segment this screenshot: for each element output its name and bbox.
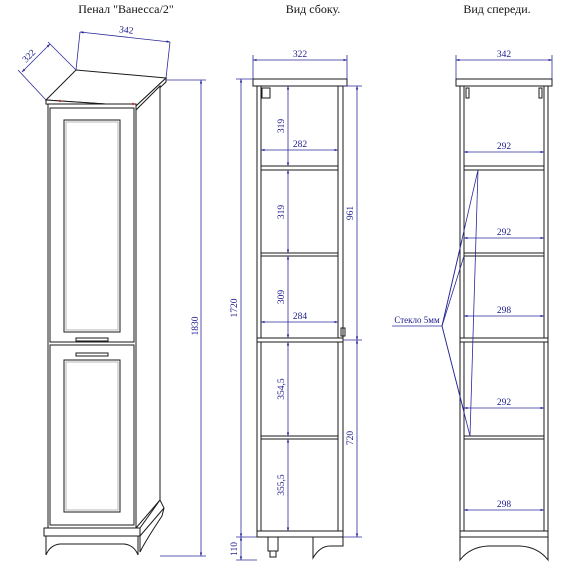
front-mid-divider: [459, 337, 549, 343]
iso-handle-upper[interactable]: [75, 337, 109, 342]
side-view: 322 282 284 319 319 309 354,5 355,5 961 …: [230, 50, 362, 561]
side-shelf-1: [260, 165, 339, 171]
side-upper-label: 961: [346, 206, 356, 221]
iso-handle-lower[interactable]: [75, 352, 109, 357]
side-plinth: [312, 537, 344, 560]
iso-glass-panel: [63, 119, 121, 333]
iso-width-label: 342: [119, 25, 134, 36]
side-latch: [340, 327, 346, 337]
iso-depth-label: 322: [21, 48, 38, 65]
front-shelf-4: [463, 435, 545, 440]
front-bottom: [459, 530, 549, 538]
title-side: Вид сбоку.: [286, 2, 341, 16]
front-shelf-4-label: 292: [497, 398, 512, 408]
iso-glass-inner: [65, 121, 119, 331]
glass-label: Стекло 5мм: [394, 315, 440, 325]
iso-lower-door: [49, 344, 135, 526]
side-body-label: 1720: [230, 298, 240, 317]
iso-upper-door: [49, 107, 135, 343]
front-plinth: [459, 537, 549, 562]
side-inner-top-label: 282: [293, 140, 308, 150]
side-shelf-2: [260, 252, 339, 257]
side-lower-label: 720: [346, 431, 356, 446]
side-leg-foot: [269, 550, 277, 558]
title-main: Пенал "Ванесса/2": [78, 2, 174, 16]
front-shelf-2-label: 292: [497, 228, 512, 238]
side-shelf-2-label: 319: [277, 205, 287, 220]
front-width-label: 342: [497, 50, 512, 60]
iso-height-label: 1830: [191, 316, 201, 335]
side-shelf-5-label: 355,5: [277, 474, 287, 496]
side-bottom: [256, 530, 344, 538]
front-view: 342 292 292 298 292 298 Стекло 5мм: [392, 50, 553, 562]
iso-plinth-top: [43, 527, 141, 537]
side-leg: [267, 536, 279, 552]
side-top: [252, 78, 348, 87]
front-shelf-2: [463, 252, 545, 257]
iso-lower-panel: [63, 359, 121, 513]
front-shelf-3-label: 298: [497, 306, 512, 316]
side-shelf-3-label: 309: [277, 290, 287, 305]
iso-side-panel: [135, 84, 161, 530]
front-top: [455, 78, 553, 87]
front-shelf-1-label: 292: [497, 142, 512, 152]
side-mid-divider: [256, 337, 344, 343]
side-plinth-label: 110: [230, 542, 240, 556]
side-inner-mid-label: 284: [293, 312, 308, 322]
iso-front: [47, 103, 137, 529]
front-shelf-5-label: 298: [497, 500, 512, 510]
front-shelf-1: [463, 165, 545, 171]
side-width-label: 322: [293, 50, 308, 60]
side-shelf-4-label: 354,5: [277, 378, 287, 400]
side-shelf-1-label: 319: [277, 119, 287, 134]
iso-plinth-leg-side: [139, 507, 165, 553]
iso-view: 342 322 1830: [17, 25, 206, 557]
side-hinge: [261, 87, 271, 99]
iso-lower-panel-inner: [65, 361, 119, 511]
side-shelf-4: [260, 435, 339, 440]
iso-plinth-legs: [45, 536, 139, 556]
title-front: Вид спереди.: [463, 2, 530, 16]
